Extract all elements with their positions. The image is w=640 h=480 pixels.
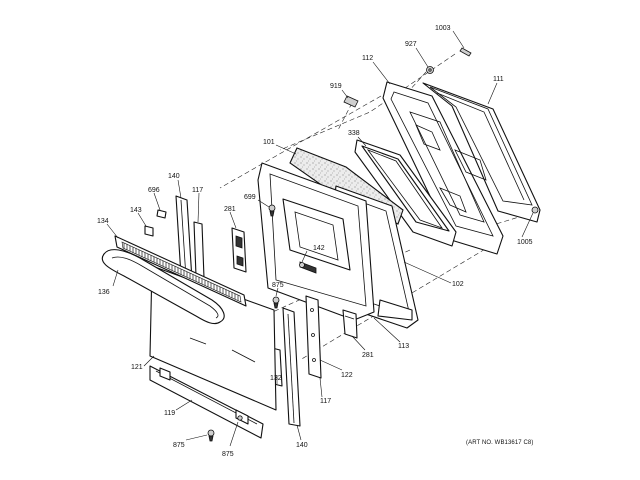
callout-140-lower: 140 [296, 442, 308, 449]
callout-927: 927 [405, 41, 417, 48]
callout-132: 132 [270, 375, 282, 382]
callout-1003: 1003 [435, 25, 451, 32]
part-122-side-strip [305, 295, 322, 379]
part-143-clip [144, 225, 154, 237]
callout-875-lower-right: 875 [222, 451, 234, 458]
part-113-door-side-trim [377, 299, 413, 321]
part-338-window-glass-assembly [354, 139, 457, 247]
callout-111: 111 [493, 76, 504, 83]
callout-338: 338 [348, 130, 360, 137]
callout-140-upper: 140 [168, 173, 180, 180]
part-875-screw-lower-left [207, 429, 215, 442]
callout-117-upper: 117 [192, 187, 203, 194]
part-696-bracket [156, 209, 167, 219]
part-117-channel-left [193, 221, 205, 279]
callout-142: 142 [313, 245, 325, 252]
part-919-spacer [343, 95, 359, 108]
callout-102: 102 [452, 281, 464, 288]
callout-143: 143 [130, 207, 142, 214]
part-1003-screw [459, 47, 472, 57]
part-281-hinge-left [231, 227, 247, 273]
part-927-nut [426, 66, 434, 74]
part-1005-screw [531, 206, 539, 214]
part-281-hinge-right [342, 309, 358, 339]
leader-lines [106, 30, 534, 447]
part-699-screw [268, 204, 276, 217]
callout-1005: 1005 [517, 239, 533, 246]
callout-281-right: 281 [362, 352, 374, 359]
part-136-door-handle [101, 249, 225, 325]
part-875-screw-upper [272, 296, 280, 309]
callout-919: 919 [330, 83, 342, 90]
part-134-vent-trim [114, 235, 247, 307]
callout-101: 101 [263, 139, 275, 146]
callout-122: 122 [341, 372, 353, 379]
part-142-screw [299, 262, 305, 268]
callout-113: 113 [398, 343, 409, 350]
callout-136: 136 [98, 289, 110, 296]
callout-112: 112 [362, 55, 373, 62]
part-112-door-frame [382, 81, 504, 255]
part-inner-door-panel [257, 162, 375, 321]
callout-121: 121 [131, 364, 143, 371]
art-number: (ART NO. WB13617 C8) [466, 440, 534, 446]
callout-labels: 1003 927 112 111 919 338 101 699 140 696… [97, 25, 533, 458]
callout-875-lower-left: 875 [173, 442, 185, 449]
callout-281-left: 281 [224, 206, 236, 213]
part-140-door-rail-right [282, 307, 301, 427]
callout-875-upper: 875 [272, 282, 284, 289]
fasteners [207, 47, 539, 442]
callout-699: 699 [244, 194, 256, 201]
callout-134: 134 [97, 218, 109, 225]
part-111-inner-door-panel [422, 82, 541, 223]
callout-696: 696 [148, 187, 160, 194]
callout-119: 119 [164, 410, 175, 417]
part-875-screw-lower-right [237, 415, 243, 421]
callout-117-lower: 117 [320, 398, 331, 405]
